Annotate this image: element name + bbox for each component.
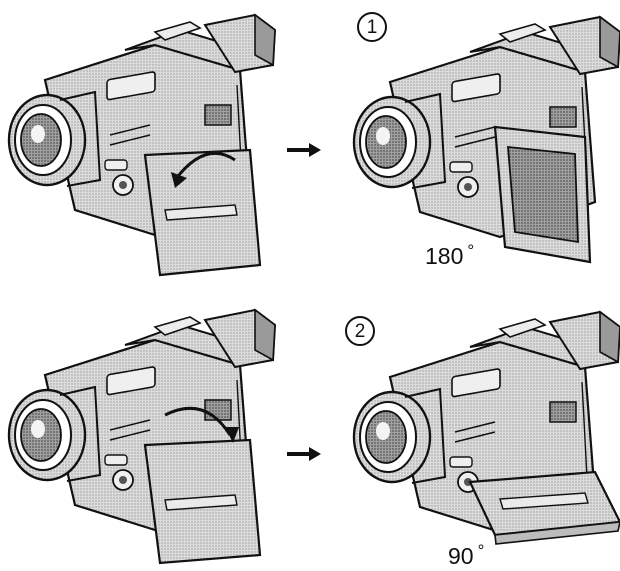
angle-value: 90 — [448, 543, 474, 569]
camcorder-icon — [7, 308, 277, 565]
camcorder-open-90 — [340, 295, 620, 570]
camcorder-icon — [7, 13, 277, 277]
camcorder-closed-1 — [0, 0, 277, 280]
camcorder-icon — [352, 15, 620, 264]
angle-label: 90° — [448, 541, 485, 570]
angle-unit: ° — [477, 541, 485, 560]
angle-value: 180 — [425, 243, 464, 269]
rotate-arrow-icon — [171, 151, 236, 188]
camcorder-open-180 — [340, 0, 620, 280]
camcorder-icon — [352, 310, 620, 545]
step-number-badge: 1 — [357, 12, 387, 42]
camcorder-closed-2 — [0, 295, 277, 570]
step-number-badge: 2 — [345, 316, 375, 346]
angle-unit: ° — [467, 241, 475, 260]
angle-label: 180° — [425, 241, 475, 270]
rotate-arrow-icon — [164, 406, 239, 443]
